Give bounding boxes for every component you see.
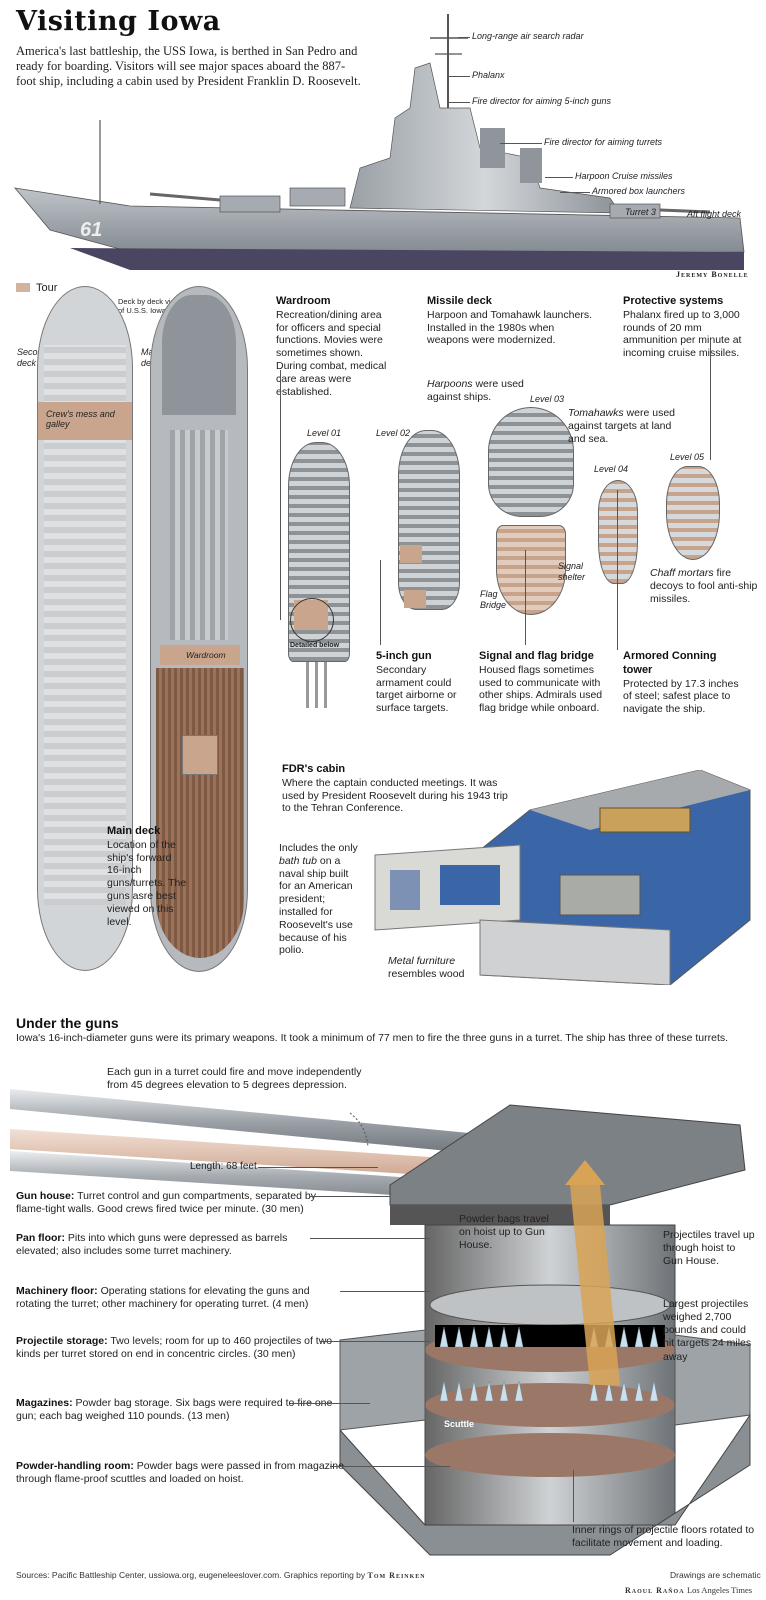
second-deck-label: Second deck <box>17 347 48 369</box>
level-03-label: Level 03 <box>530 394 565 404</box>
tour-legend-label: Tour <box>36 282 58 294</box>
level-04-plan <box>598 480 638 584</box>
ship-label-radar: Long-range air search radar <box>472 31 584 41</box>
tour-legend-swatch <box>16 283 30 292</box>
ship-label-armored-box: Armored box launchers <box>592 186 686 196</box>
level-01-label: Level 01 <box>307 428 342 438</box>
level-05-plan <box>666 466 720 560</box>
hull-number: 61 <box>80 219 102 241</box>
protective-systems-block: Protective systems Phalanx fired up to 3… <box>623 295 742 360</box>
powder-bags-note: Powder bags travel on hoist up to Gun Ho… <box>459 1213 549 1252</box>
ship-artist-credit: Jeremy Bonelle <box>676 270 749 279</box>
fdr-cabin-block: FDR's cabin Where the captain conducted … <box>282 763 508 815</box>
magazines-label: Magazines: Powder bag storage. Six bags … <box>16 1397 333 1423</box>
guns-subtitle: Iowa's 16-inch-diameter guns were its pr… <box>16 1032 729 1044</box>
battleship-side-illustration: 61 <box>14 14 745 270</box>
artist-credit: Raoul Rañoa Los Angeles Times <box>625 1585 753 1595</box>
flag-bridge-label: Flag Bridge <box>480 589 507 611</box>
level-04-label: Level 04 <box>594 464 629 474</box>
level-05-label: Level 05 <box>670 452 705 462</box>
largest-projectiles-note: Largest projectiles weighed 2,700 pounds… <box>663 1298 752 1363</box>
ship-label-phalanx: Phalanx <box>472 70 505 80</box>
ship-label-aft-flight-deck: Aft flight deck <box>687 209 742 219</box>
level-02-label: Level 02 <box>376 428 411 438</box>
bathtub-note: Includes the only bath tub on a naval sh… <box>279 842 358 957</box>
tomahawks-note: Tomahawks were used against targets at l… <box>568 407 676 445</box>
signal-flag-bridge-block: Signal and flag bridge Housed flags some… <box>479 650 603 715</box>
schematic-note: Drawings are schematic <box>670 1570 761 1580</box>
inner-rings-note: Inner rings of projectile floors rotated… <box>572 1524 755 1550</box>
machinery-floor-label: Machinery floor: Operating stations for … <box>16 1285 310 1311</box>
ship-label-5inch-director: Fire director for aiming 5-inch guns <box>472 96 612 106</box>
detailed-below-label: Detailed below <box>290 642 340 649</box>
turret-cutaway-illustration <box>10 1089 751 1556</box>
crews-mess-label: Crew's mess and galley <box>46 409 115 429</box>
signal-bridge-plan <box>496 525 566 615</box>
ship-label-turret-director: Fire director for aiming turrets <box>544 137 663 147</box>
level-02-plan <box>398 430 460 610</box>
crews-mess-area <box>38 402 132 440</box>
level-03-plan <box>488 407 574 517</box>
wardroom-area <box>160 645 240 665</box>
fdr-cabin-illustration <box>374 770 751 985</box>
wardroom-deck-label: Wardroom <box>186 650 226 660</box>
scuttle-label: Scuttle <box>444 1419 475 1429</box>
barrel-length-label: Length: 68 feet <box>190 1161 257 1172</box>
deck-view-label: Deck by deck view of U.S.S. Iowa <box>118 297 181 316</box>
projectiles-travel-note: Projectiles travel up through hoist to G… <box>663 1229 755 1268</box>
detailed-below-circle <box>290 598 334 642</box>
ship-label-turret3: Turret 3 <box>625 207 656 217</box>
main-deck-block: Main deck Location of the ship's forward… <box>107 825 187 928</box>
intro-text: America's last battleship, the USS Iowa,… <box>16 44 361 88</box>
elevation-note: Each gun in a turret could fire and move… <box>107 1066 362 1092</box>
ship-label-harpoon: Harpoon Cruise missiles <box>575 171 673 181</box>
guns-section-title: Under the guns <box>16 1015 119 1031</box>
pan-floor-label: Pan floor: Pits into which guns were dep… <box>16 1232 288 1258</box>
page-title: Visiting Iowa <box>16 6 221 37</box>
gun-house-label: Gun house: Turret control and gun compar… <box>16 1190 316 1216</box>
harpoons-note: Harpoons were used against ships. <box>427 378 524 403</box>
chaff-mortars-note: Chaff mortars fire decoys to fool anti-s… <box>650 567 758 605</box>
five-inch-gun-block: 5-inch gun Secondary armament could targ… <box>376 650 457 715</box>
wardroom-block: Wardroom Recreation/dining area for offi… <box>276 295 387 398</box>
projectile-storage-label: Projectile storage: Two levels; room for… <box>16 1335 333 1361</box>
sources-credit: Sources: Pacific Battleship Center, ussi… <box>16 1570 426 1580</box>
signal-shelter-label: Signal shelter <box>558 561 586 583</box>
level-01-guns <box>306 662 332 708</box>
missile-deck-block: Missile deck Harpoon and Tomahawk launch… <box>427 295 592 347</box>
powder-handling-label: Powder-handling room: Powder bags were p… <box>16 1460 344 1486</box>
aft-wood-deck <box>156 668 244 958</box>
conning-tower-block: Armored Conning tower Protected by 17.3 … <box>623 650 739 716</box>
